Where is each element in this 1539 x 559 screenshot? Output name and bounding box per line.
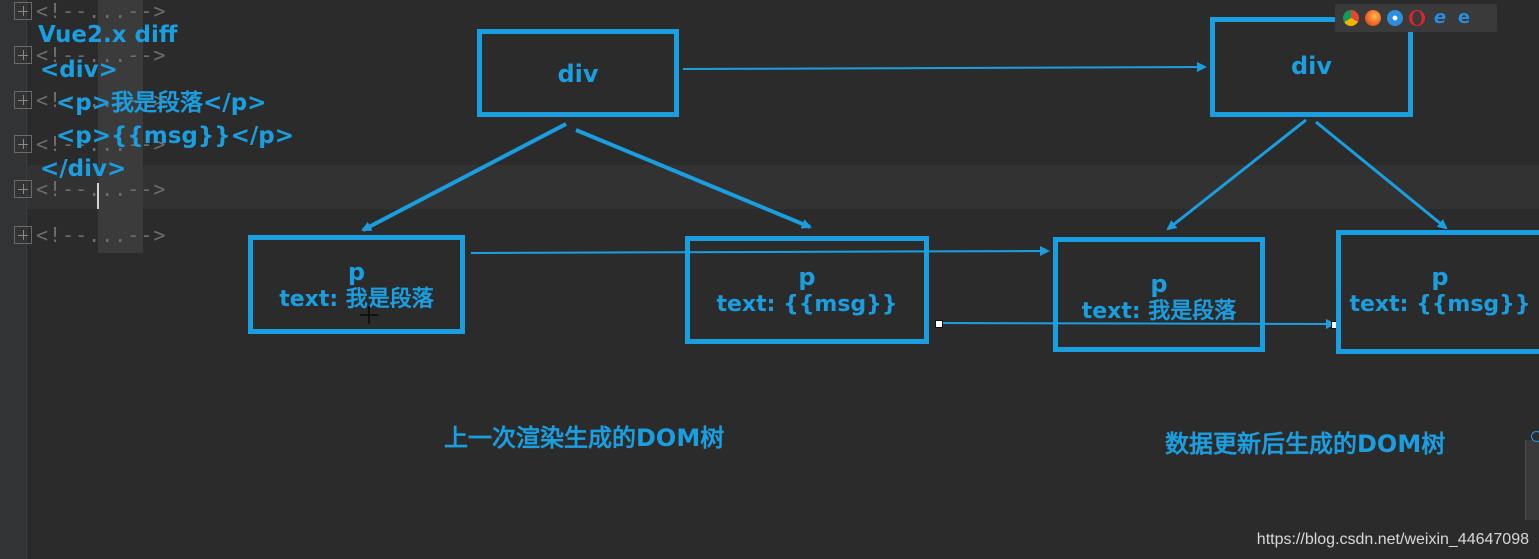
new-p1-node: p text: 我是段落 (1053, 237, 1265, 352)
ie-icon[interactable]: e (1433, 7, 1447, 28)
text-caret (97, 183, 99, 209)
code-line-div-close: </div> (40, 156, 127, 182)
opera-icon[interactable] (1409, 10, 1425, 26)
new-tree-caption: 数据更新后生成的DOM树 (1165, 430, 1446, 458)
fold-placeholder-column (98, 0, 143, 253)
arrow-div-to-div (682, 62, 1207, 73)
code-line-div-open: <div> (40, 57, 118, 83)
new-p2-node: p text: {{msg}} (1336, 230, 1539, 354)
code-title: Vue2.x diff (38, 22, 178, 48)
fold-line[interactable]: <!--...--> (14, 0, 166, 23)
crosshair-cursor-icon (360, 306, 378, 324)
arrow-p1-to-p1 (470, 246, 1050, 257)
expand-icon[interactable] (14, 180, 32, 198)
expand-icon[interactable] (14, 91, 32, 109)
edge-icon[interactable]: e (1457, 7, 1471, 28)
node-text: text: 我是段落 (279, 287, 434, 312)
firefox-icon[interactable] (1365, 10, 1381, 26)
node-tag: p (1150, 270, 1168, 298)
node-text: text: 我是段落 (1081, 299, 1237, 324)
chrome-icon[interactable] (1343, 10, 1359, 26)
editor-gutter (0, 0, 27, 559)
node-tag: p (1431, 263, 1449, 291)
safari-icon[interactable] (1387, 10, 1403, 26)
expand-icon[interactable] (14, 135, 32, 153)
node-text: text: {{msg}} (1349, 292, 1531, 317)
selection-handle[interactable] (935, 320, 943, 328)
code-line-p-msg: <p>{{msg}}</p> (40, 123, 295, 149)
expand-icon[interactable] (14, 2, 32, 20)
new-div-node: div (1210, 17, 1413, 117)
node-tag: div (557, 60, 599, 88)
arrow-old-div-to-p1 (361, 122, 567, 232)
fold-line[interactable]: <!--...--> (14, 177, 166, 201)
old-div-node: div (477, 29, 679, 117)
node-tag: p (798, 263, 816, 291)
current-line-highlight (27, 165, 1539, 209)
node-tag: div (1290, 52, 1333, 80)
fold-line[interactable]: <!--...--> (14, 223, 166, 247)
scroll-indicator[interactable] (1531, 431, 1539, 442)
old-p2-node: p text: {{msg}} (685, 236, 929, 344)
fold-line[interactable]: <!--...--> (14, 132, 166, 156)
node-tag: p (347, 258, 366, 286)
node-text: text: {{msg}} (716, 292, 898, 317)
browser-preview-bar: e e (1335, 4, 1497, 32)
fold-line[interactable]: <!--...--> (14, 43, 166, 67)
arrow-p2-to-p2 (939, 318, 1336, 329)
arrow-old-div-to-p2 (575, 128, 812, 229)
arrow-new-div-to-p2 (1315, 120, 1448, 230)
watermark: https://blog.csdn.net/weixin_44647098 (1256, 531, 1529, 548)
code-line-p-text: <p>我是段落</p> (40, 90, 267, 116)
expand-icon[interactable] (14, 46, 32, 64)
arrow-new-div-to-p1 (1166, 118, 1307, 231)
side-scroll-track[interactable] (1525, 440, 1539, 520)
old-p1-node: p text: 我是段落 (248, 235, 465, 334)
expand-icon[interactable] (14, 226, 32, 244)
fold-line[interactable]: <!--...--> (14, 88, 166, 112)
old-tree-caption: 上一次渲染生成的DOM树 (444, 424, 725, 452)
